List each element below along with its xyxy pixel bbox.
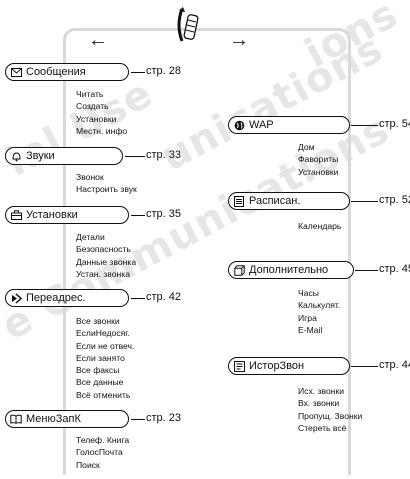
menu-forward-items: Все звонки ЕслиНедосяг. Если не отвеч. Е… xyxy=(76,315,134,401)
list-item: Календарь xyxy=(298,221,342,231)
menu-settings-page: стр. 35 xyxy=(146,208,182,220)
list-item: Если не отвеч. xyxy=(76,340,135,351)
list-item: Настроить звук xyxy=(76,184,137,195)
call-forward-icon xyxy=(10,292,22,304)
list-item: Установки xyxy=(76,113,117,124)
menu-sounds-page: стр. 33 xyxy=(146,149,182,161)
list-item: Телеф. Книга xyxy=(76,435,130,445)
menu-wap-label: WAP xyxy=(249,119,274,131)
list-item: Безопасность xyxy=(76,244,131,255)
list-item: ЕслиНедосяг. xyxy=(76,328,130,339)
menu-messages-items: Читать Создать Установки Местн. инфо xyxy=(76,88,127,137)
menu-phonebook-items: Телеф. Книга ГолосПочта Поиск xyxy=(76,434,129,471)
menu-settings-items: Детали Безопасность Данные звонка Устан.… xyxy=(76,231,136,280)
menu-schedule-items: Календарь xyxy=(298,220,341,232)
menu-messages-label: Сообщения xyxy=(26,66,86,78)
menu-history-page: стр. 44 xyxy=(379,359,410,371)
list-item: Читать xyxy=(76,89,104,99)
menu-extras-page: стр. 45 xyxy=(379,263,410,275)
list-item: Все данные xyxy=(76,377,124,388)
globe-icon xyxy=(233,119,245,131)
menu-frame xyxy=(63,28,351,475)
list-item: Устан. звонка xyxy=(76,268,130,279)
list-item: Поиск xyxy=(76,459,100,470)
bell-icon xyxy=(10,150,22,162)
menu-forward-page: стр. 42 xyxy=(146,291,182,303)
menu-extras-label: Дополнительно xyxy=(249,264,329,276)
cube-icon xyxy=(233,264,245,276)
menu-phonebook-label: МенюЗапК xyxy=(26,413,81,425)
list-item: Часы xyxy=(298,288,319,298)
list-item: Местн. инфо xyxy=(76,125,128,136)
list-item: Игра xyxy=(298,312,317,323)
list-item: Данные звонка xyxy=(76,256,137,267)
menu-settings-label: Установки xyxy=(26,209,78,221)
menu-forward-label: Переадрес. xyxy=(26,292,86,304)
book-icon xyxy=(10,413,22,425)
menu-messages-page: стр. 28 xyxy=(146,65,182,77)
left-arrow-icon: ← xyxy=(88,29,108,51)
menu-history-items: Исх. звонки Вх. звонки Пропущ. Звонки Ст… xyxy=(298,385,362,434)
list-item: Детали xyxy=(76,232,105,242)
menu-wap-page: стр. 54 xyxy=(379,118,410,130)
calendar-icon xyxy=(233,195,245,207)
call-log-icon xyxy=(233,360,245,372)
navigation-key-icon xyxy=(177,7,199,42)
menu-sounds-items: Звонок Настроить звук xyxy=(76,171,137,196)
toolbox-icon xyxy=(10,209,22,221)
menu-schedule-label: Расписан. xyxy=(249,195,301,207)
menu-schedule-page: стр. 52 xyxy=(379,194,410,206)
list-item: E-Mail xyxy=(298,324,323,335)
list-item: Вх. звонки xyxy=(298,398,340,409)
list-item: ГолосПочта xyxy=(76,447,123,458)
list-item: Если занято xyxy=(76,352,125,363)
list-item: Звонок xyxy=(76,172,104,182)
list-item: Создать xyxy=(76,101,109,112)
right-arrow-icon: → xyxy=(229,29,249,51)
list-item: Всё отменить xyxy=(76,389,131,400)
list-item: Стереть всё xyxy=(298,422,347,433)
menu-sounds-label: Звуки xyxy=(26,150,55,162)
list-item: Пропущ. Звонки xyxy=(298,410,363,421)
menu-phonebook-page: стр. 23 xyxy=(146,412,182,424)
menu-extras-items: Часы Калькулят. Игра E-Mail xyxy=(298,287,340,336)
list-item: Все звонки xyxy=(76,316,120,326)
list-item: Исх. звонки xyxy=(298,386,345,396)
menu-wap-items: Дом Фавориты Установки xyxy=(298,141,338,178)
list-item: Фавориты xyxy=(298,154,339,165)
list-item: Установки xyxy=(298,166,339,177)
list-item: Калькулят. xyxy=(298,300,341,311)
list-item: Все факсы xyxy=(76,365,120,376)
menu-history-label: ИсторЗвон xyxy=(249,360,305,372)
envelope-icon xyxy=(10,66,22,78)
list-item: Дом xyxy=(298,142,315,152)
